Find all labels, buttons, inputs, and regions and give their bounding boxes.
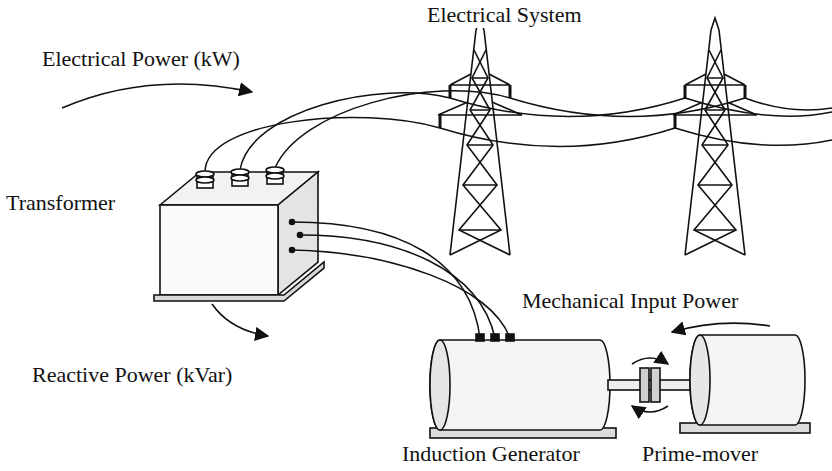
prime-mover	[680, 335, 810, 433]
power-flow-arrow	[62, 84, 252, 108]
shaft-coupling	[608, 358, 694, 412]
transformer	[154, 167, 324, 301]
part-name: Prime-mover	[640, 441, 760, 467]
transmission-tower	[438, 18, 522, 255]
diagram-title: Electrical System	[425, 2, 584, 28]
part-name: Induction Generator	[400, 441, 582, 467]
generator-cables	[292, 222, 510, 338]
flow-label: Electrical Power (kW)	[40, 46, 242, 72]
flow-label: Mechanical Input Power	[520, 288, 740, 314]
reactive-power-arrow	[212, 304, 268, 336]
power-lines	[205, 91, 832, 172]
mechanical-power-arrow	[672, 323, 770, 332]
flow-label: Reactive Power (kVar)	[30, 362, 234, 388]
transmission-tower	[673, 18, 757, 255]
part-name: Transformer	[4, 190, 117, 216]
induction-generator	[430, 334, 616, 438]
